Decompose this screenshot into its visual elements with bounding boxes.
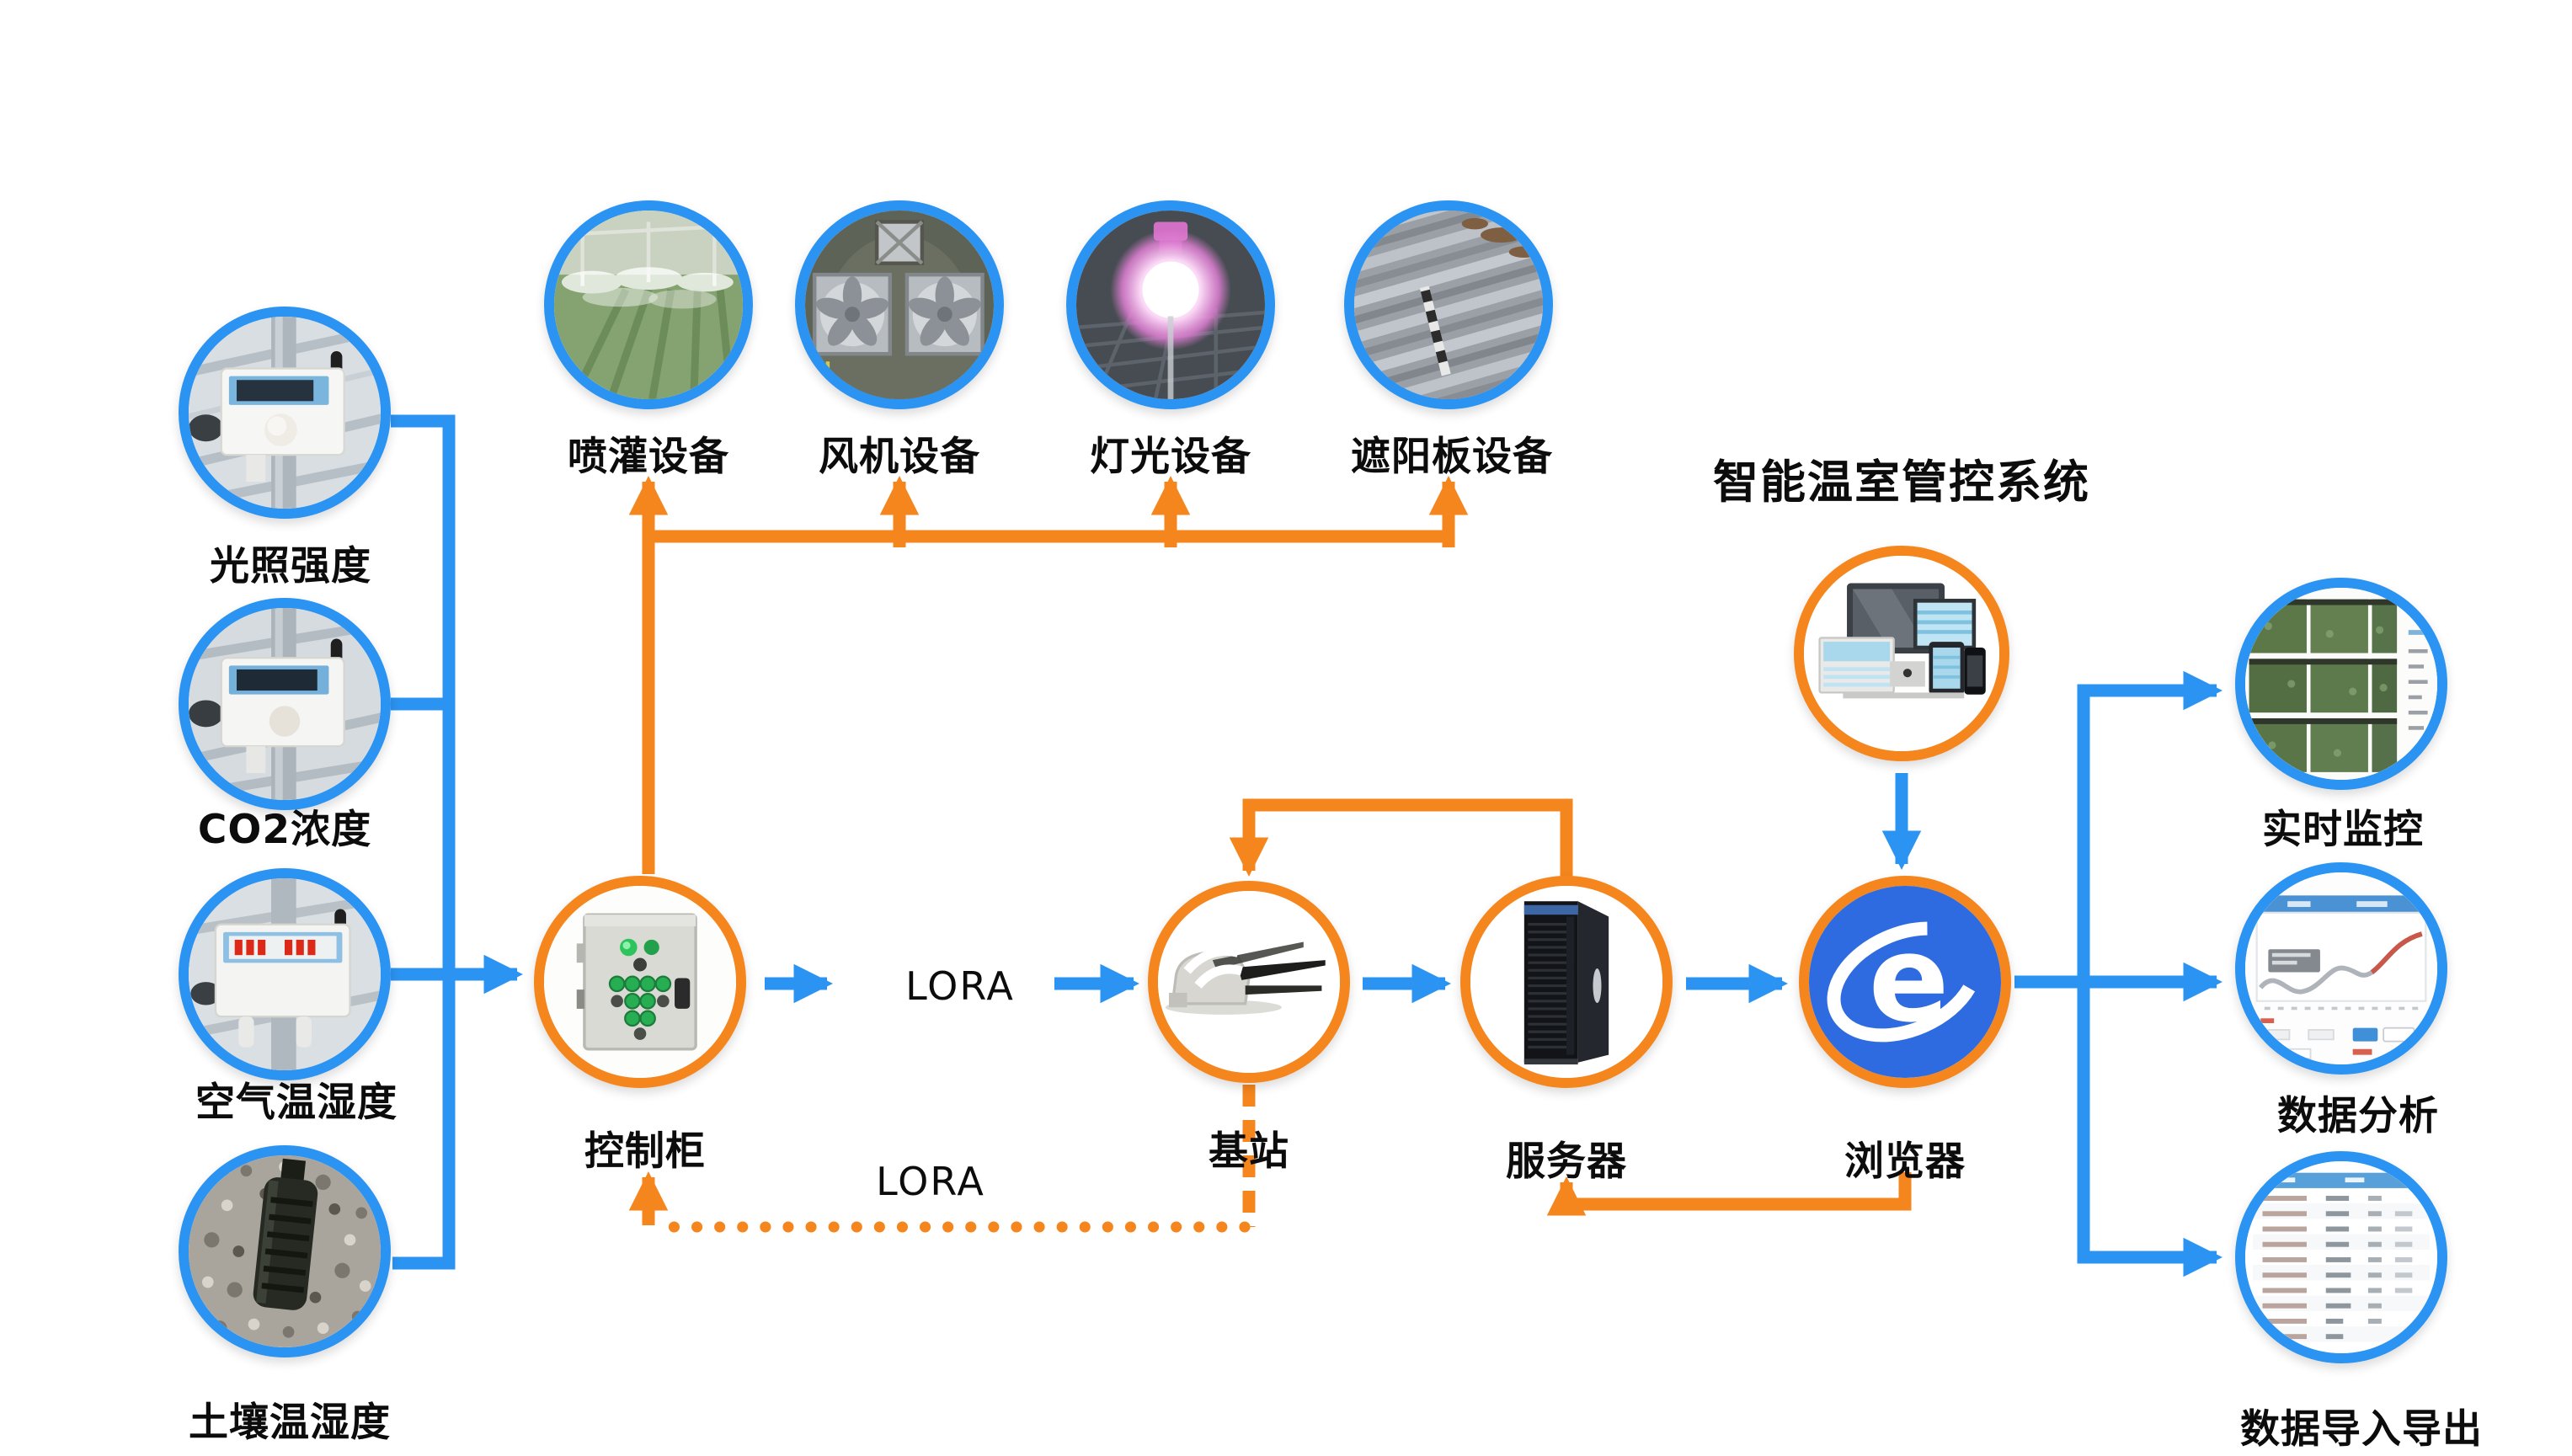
irrigation-photo-icon (554, 211, 743, 399)
live-monitor-label: 实时监控 (2262, 807, 2424, 853)
fan-node (795, 200, 1004, 409)
control-cabinet-label: 控制柜 (584, 1128, 706, 1175)
co2-sensor-photo-icon (189, 608, 381, 800)
system-title: 智能温室管控系统 (1713, 456, 2090, 509)
analytics-screenshot-icon (2245, 872, 2437, 1064)
light-sensor-label: 光照强度 (210, 543, 371, 589)
live-monitor-node (2235, 578, 2447, 790)
shade-panel-photo-icon (1354, 211, 1543, 399)
shade-panel-node (1344, 200, 1553, 409)
server-tower-photo-icon (1470, 886, 1662, 1078)
browser-node: e (1799, 876, 2011, 1088)
irrigation-label: 喷灌设备 (568, 434, 729, 480)
co2-sensor-label: CO2浓度 (197, 807, 372, 853)
data-table-screenshot-icon (2245, 1161, 2437, 1353)
air-sensor-node (179, 868, 391, 1080)
base-station-node (1148, 881, 1350, 1083)
shade-panel-label: 遮阳板设备 (1351, 434, 1553, 480)
control-to-devices-bus (642, 530, 1449, 874)
air-sensor-photo-icon (189, 878, 381, 1070)
sensor-bus-line (391, 414, 456, 1270)
grow-light-photo-icon (1076, 211, 1265, 399)
soil-sensor-node (179, 1145, 391, 1357)
light-sensor-photo-icon (189, 317, 381, 509)
server-node (1460, 876, 1673, 1088)
analytics-label: 数据分析 (2277, 1093, 2439, 1139)
grow-light-label: 灯光设备 (1090, 434, 1251, 480)
analytics-node (2235, 862, 2447, 1075)
light-sensor-node (179, 307, 391, 519)
lora-downlink-label: LORA (876, 1159, 985, 1204)
grow-light-node (1066, 200, 1275, 409)
base-station-label: 基站 (1209, 1128, 1289, 1175)
multi-device-cluster-icon (1804, 556, 1999, 751)
ie-browser-logo-icon: e (1809, 886, 2001, 1078)
browser-to-monitor-arrow (2077, 670, 2222, 982)
fan-photo-icon (805, 211, 994, 399)
soil-sensor-label: 土壤温湿度 (189, 1400, 391, 1446)
base-station-photo-icon (1158, 891, 1340, 1073)
soil-sensor-photo-icon (189, 1155, 381, 1347)
server-to-base-feedback (1229, 798, 1573, 877)
system-devices-node (1794, 546, 2009, 761)
fan-label: 风机设备 (819, 434, 980, 480)
browser-to-server-feedback (1546, 1172, 1912, 1216)
irrigation-node (544, 200, 753, 409)
lora-uplink-label: LORA (905, 963, 1015, 1009)
server-label: 服务器 (1506, 1139, 1627, 1185)
air-sensor-label: 空气温湿度 (195, 1080, 398, 1126)
control-cabinet-node (534, 876, 746, 1088)
data-export-label: 数据导入导出 (2240, 1406, 2483, 1453)
data-export-node (2235, 1151, 2447, 1363)
browser-label: 浏览器 (1844, 1139, 1966, 1185)
live-monitor-screenshot-icon (2245, 588, 2437, 780)
control-cabinet-photo-icon (544, 886, 736, 1078)
browser-to-export-arrow (2077, 982, 2222, 1277)
co2-sensor-node (179, 598, 391, 810)
